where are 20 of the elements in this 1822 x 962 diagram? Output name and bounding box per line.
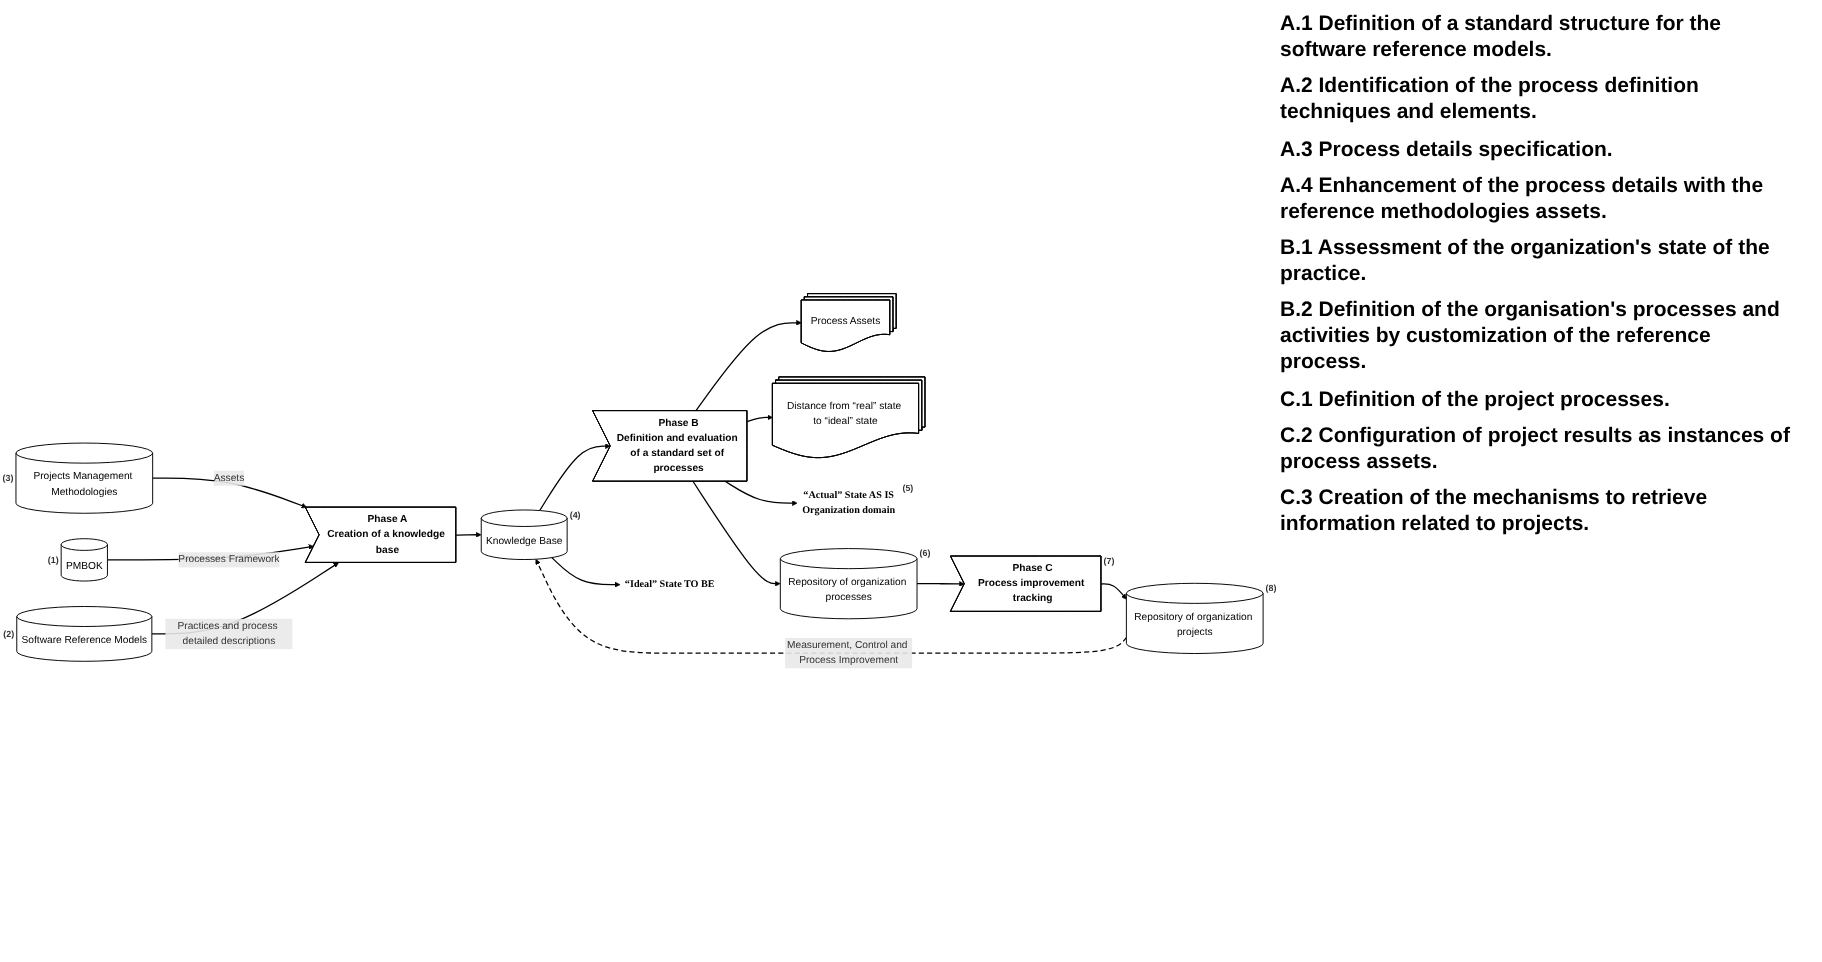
arrow <box>152 477 308 509</box>
step-note: A.4 Enhancement of the process details with the reference methodologies assets. <box>1280 173 1766 226</box>
arrow <box>724 480 798 506</box>
step-note: C.3 Creation of the mechanisms to retrieve information related to projects. <box>1280 485 1710 539</box>
step-note: B.1 Assessment of the organization's state of the practice. <box>1280 235 1772 289</box>
arrow <box>455 531 482 538</box>
arrow <box>539 443 611 512</box>
step-note: C.2 Configuration of project results as instances of process assets. <box>1280 423 1792 476</box>
arrow <box>535 559 1128 654</box>
arrow <box>746 414 773 423</box>
step-note: C.1 Definition of the project processes. <box>1280 387 1672 414</box>
step-note: B.2 Definition of the organisation's processes and activities by customization of the reference process. <box>1280 298 1782 377</box>
arrow <box>916 581 965 587</box>
arrow <box>695 320 802 412</box>
step-note: A.2 Identification of the process definition techniques and elements. <box>1280 74 1701 127</box>
arrow <box>551 556 621 588</box>
arrow <box>1100 583 1127 600</box>
arrow <box>692 480 781 587</box>
step-note: A.1 Definition of a standard structure for the software reference models. <box>1280 12 1724 65</box>
step-note: A.3 Process details specification. <box>1280 137 1615 164</box>
